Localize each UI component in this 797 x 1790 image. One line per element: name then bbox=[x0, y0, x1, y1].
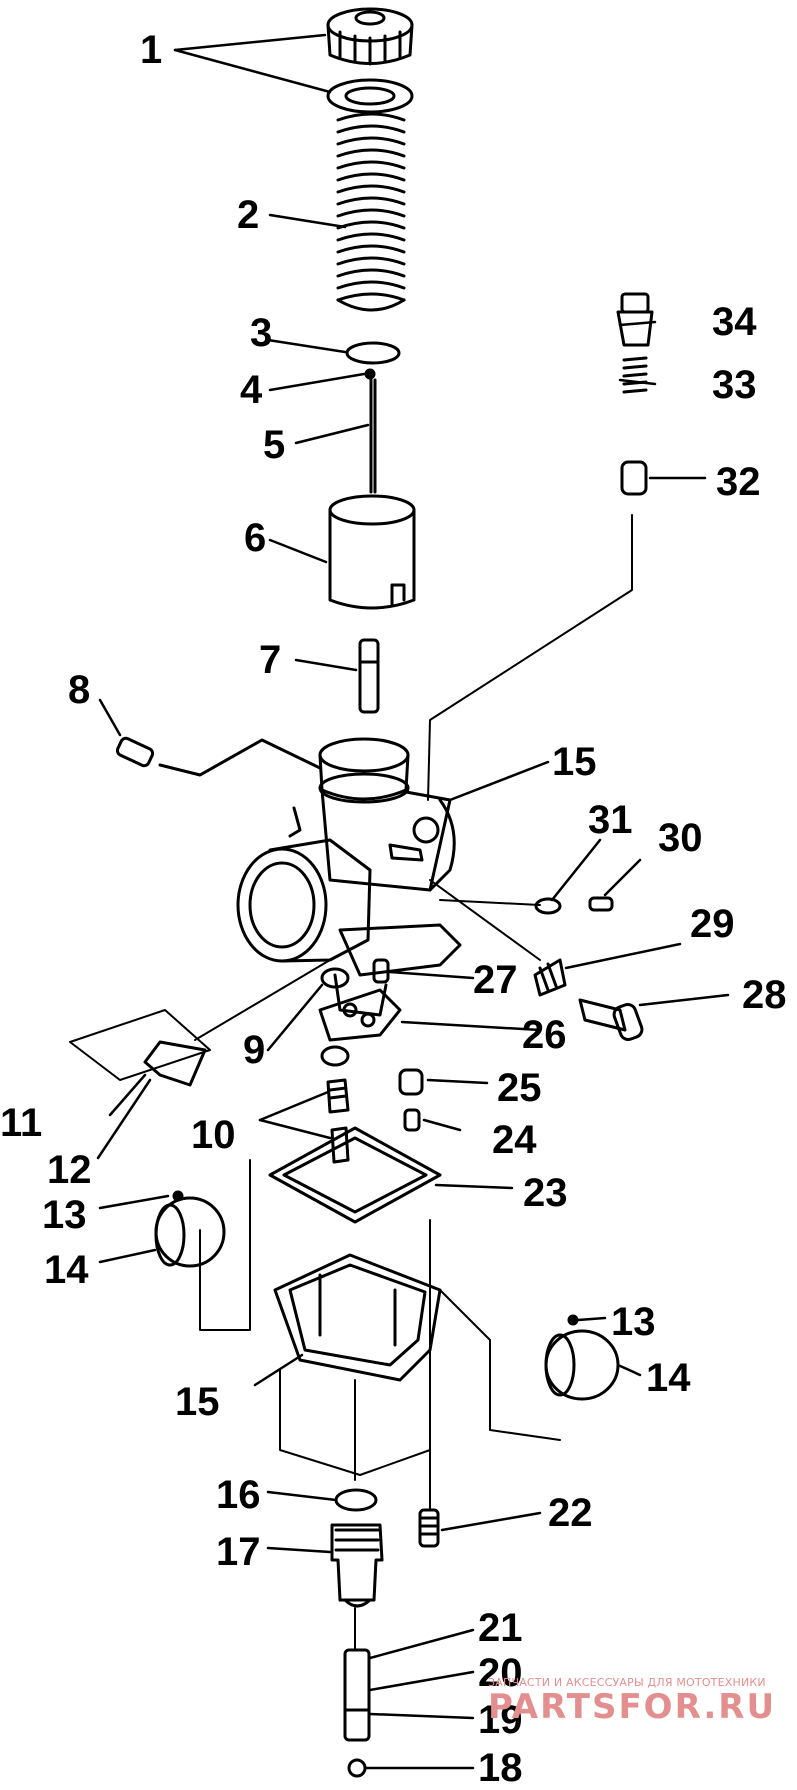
callout-12: 12 bbox=[47, 1148, 92, 1192]
callout-11: 11 bbox=[0, 1101, 43, 1145]
callout-29: 29 bbox=[690, 902, 735, 946]
callout-14-right: 14 bbox=[646, 1356, 691, 1400]
callout-13-left: 13 bbox=[42, 1193, 87, 1237]
callout-1: 1 bbox=[140, 28, 163, 72]
part-carb-body bbox=[236, 737, 462, 1017]
watermark: ЗАПЧАСТИ И АКСЕССУАРЫ ДЛЯ МОТОТЕХНИКИ PA… bbox=[488, 1676, 788, 1727]
part-drain-screw bbox=[418, 1508, 440, 1548]
callout-16: 16 bbox=[216, 1473, 261, 1517]
callout-6: 6 bbox=[244, 516, 267, 560]
callout-5: 5 bbox=[263, 423, 286, 467]
callout-25: 25 bbox=[497, 1066, 542, 1110]
callout-30: 30 bbox=[658, 816, 703, 860]
part-float-gasket bbox=[268, 1126, 442, 1224]
watermark-brand: PARTSFOR.RU bbox=[488, 1687, 777, 1727]
part-bracket bbox=[69, 959, 331, 1087]
leader-lines bbox=[96, 33, 730, 1770]
callout-9: 9 bbox=[243, 1028, 266, 1072]
callout-3: 3 bbox=[250, 311, 273, 355]
callout-4: 4 bbox=[240, 368, 263, 412]
watermark-tagline: ЗАПЧАСТИ И АКСЕССУАРЫ ДЛЯ МОТОТЕХНИКИ bbox=[488, 1676, 766, 1689]
part-needle-jet bbox=[358, 638, 380, 714]
callout-27: 27 bbox=[473, 958, 518, 1002]
callout-7: 7 bbox=[259, 638, 282, 682]
part-pilot-jet-stack bbox=[343, 1607, 371, 1778]
callout-13-right: 13 bbox=[611, 1300, 656, 1344]
callout-26: 26 bbox=[522, 1013, 567, 1057]
callout-20: 20 bbox=[478, 1651, 523, 1695]
part-main-jet-holder bbox=[330, 1488, 384, 1608]
part-fittings-34-33-32 bbox=[616, 292, 654, 496]
callout-2: 2 bbox=[237, 193, 260, 237]
callout-15-top: 15 bbox=[552, 740, 597, 784]
part-cap bbox=[326, 7, 414, 114]
callout-17: 17 bbox=[216, 1530, 261, 1574]
part-retainer bbox=[345, 341, 401, 494]
callout-34: 34 bbox=[712, 300, 757, 344]
callout-24: 24 bbox=[492, 1118, 537, 1162]
part-gaskets bbox=[318, 958, 402, 1067]
part-screws-28-31 bbox=[429, 879, 644, 1041]
callout-23: 23 bbox=[523, 1171, 568, 1215]
callout-22: 22 bbox=[548, 1491, 593, 1535]
part-float-bowl bbox=[199, 1159, 561, 1511]
callout-31: 31 bbox=[588, 798, 633, 842]
part-float-left bbox=[154, 1190, 226, 1268]
part-spring bbox=[336, 112, 406, 312]
callout-28: 28 bbox=[742, 973, 787, 1017]
part-plunger bbox=[115, 736, 322, 777]
callout-32: 32 bbox=[716, 460, 761, 504]
callout-21: 21 bbox=[478, 1606, 523, 1650]
part-25-24 bbox=[398, 1068, 424, 1132]
callout-15-bottom: 15 bbox=[175, 1380, 220, 1424]
callout-19: 19 bbox=[478, 1698, 523, 1742]
callout-33: 33 bbox=[712, 363, 757, 407]
callout-10: 10 bbox=[191, 1113, 236, 1157]
callout-18: 18 bbox=[478, 1746, 523, 1790]
part-float-right bbox=[544, 1314, 620, 1401]
part-throttle-valve bbox=[328, 494, 416, 610]
callout-8: 8 bbox=[68, 668, 91, 712]
part-jets-10 bbox=[326, 1078, 350, 1164]
callout-14-left: 14 bbox=[44, 1248, 89, 1292]
